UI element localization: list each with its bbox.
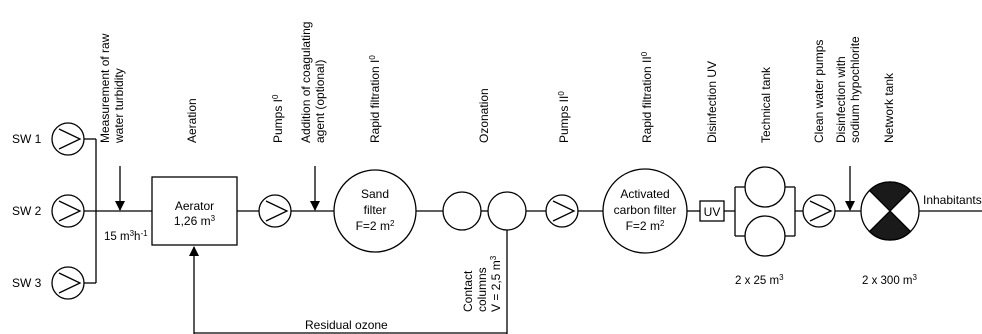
uv-box-label: UV [704, 205, 721, 219]
stage-label-uv: Disinfection UV [705, 61, 719, 143]
stage-label-rapid2: Rapid filtration II0 [640, 51, 654, 143]
carbon-filter-line2: carbon filter [614, 203, 677, 217]
stage-label-turbidity-1: Measurement of raw [98, 33, 112, 143]
pump-icon-stage2 [545, 194, 579, 228]
stage-label-rapid1: Rapid filtration I0 [368, 55, 382, 143]
pump-icon-sw3 [51, 266, 85, 300]
pump-icon-sw1 [51, 122, 85, 156]
sand-filter-area: F=2 m2 [356, 219, 395, 233]
technical-tank [734, 166, 796, 257]
contact-column-1 [442, 191, 482, 231]
carbon-filter-line1: Activated [620, 187, 669, 201]
source-label-sw3: SW 3 [12, 276, 42, 290]
network-tank [860, 181, 920, 241]
contact-columns-volume: V = 2,5 m3 [489, 255, 503, 312]
stage-label-network-tank: Network tank [882, 72, 896, 143]
stage-label-hypochlorite-2: sodium hypochlorite [848, 36, 862, 143]
source-label-sw2: SW 2 [12, 204, 42, 218]
pump-icon-stage1 [258, 194, 292, 228]
network-tank-capacity: 2 x 300 m3 [862, 273, 918, 287]
outlet-label: Inhabitants [923, 193, 982, 207]
contact-column-2 [487, 191, 527, 231]
stage-label-turbidity-2: water turbidity [112, 68, 126, 144]
aerator-volume: 1,26 m3 [174, 214, 216, 228]
residual-ozone-label: Residual ozone [305, 318, 388, 332]
stage-label-coagulant-2: agent (optional) [313, 60, 327, 143]
tech-tank-capacity: 2 x 25 m3 [735, 273, 784, 287]
stage-label-pumps2: Pumps II0 [557, 91, 571, 143]
collector-pipe [84, 138, 152, 284]
carbon-filter-area: F=2 m2 [626, 219, 665, 233]
stage-label-coagulant-1: Addition of coagulating [299, 22, 313, 143]
sand-filter-line1: Sand [361, 187, 389, 201]
source-label-sw1: SW 1 [12, 132, 42, 146]
stage-label-ozonation: Ozonation [477, 88, 491, 143]
stage-label-hypochlorite-1: Disinfection with [834, 56, 848, 143]
pump-icon-sw2 [51, 194, 85, 228]
contact-columns-line2: columns [475, 267, 489, 312]
flow-rate-label: 15 m3h-1 [104, 229, 148, 243]
contact-columns-line1: Contact [461, 270, 475, 312]
stage-label-aeration: Aeration [185, 98, 199, 143]
aerator-name: Aerator [175, 199, 214, 213]
pump-icon-clean-water [802, 194, 836, 228]
stage-label-tech-tank: Technical tank [759, 66, 773, 143]
stage-label-clean-pumps: Clean water pumps [812, 40, 826, 143]
stage-label-pumps1: Pumps I0 [271, 94, 285, 143]
sand-filter-line2: filter [364, 203, 387, 217]
